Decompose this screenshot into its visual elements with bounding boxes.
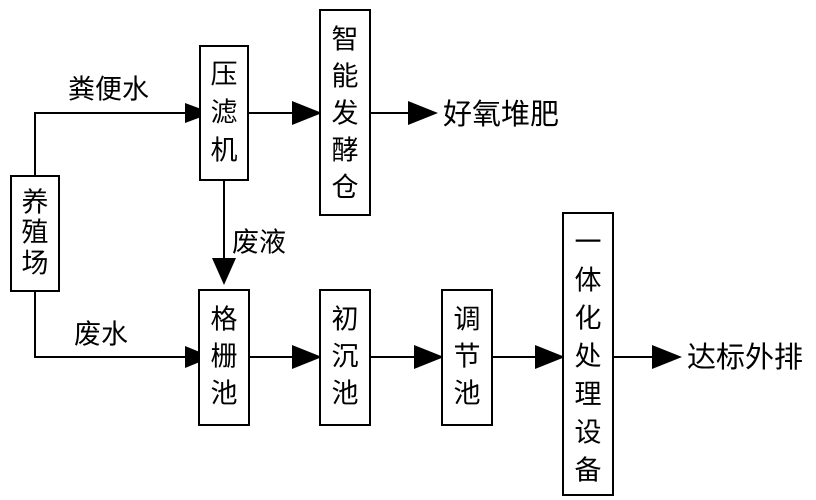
node-filter-press-char-1: 滤 xyxy=(211,98,238,129)
node-farm-box xyxy=(10,175,60,292)
edge-label-waste-liquid: 废液 xyxy=(232,228,286,259)
terminal-label-aerobic-compost: 好氧堆肥 xyxy=(443,97,559,131)
node-regulating-pool-char-1: 节 xyxy=(454,342,481,373)
node-regulating-pool-char-0: 调 xyxy=(454,305,481,336)
node-grille-pool-box xyxy=(198,289,250,426)
node-fermenter-char-1: 能 xyxy=(332,62,359,93)
node-grille-pool[interactable]: 格 栅 池 xyxy=(198,289,250,426)
node-primary-sedimentation-pool-char-1: 沉 xyxy=(332,342,359,373)
arrowhead-primary-to-regulating xyxy=(414,345,444,369)
node-farm-char-0: 养 xyxy=(22,188,49,219)
node-farm-char-2: 场 xyxy=(22,249,49,280)
node-primary-sedimentation-pool-box xyxy=(319,289,371,426)
arrowhead-regulating-to-integrated xyxy=(535,345,565,369)
node-fermenter[interactable]: 智 能 发 酵 仓 xyxy=(319,9,371,216)
node-primary-sedimentation-pool-char-2: 池 xyxy=(332,379,359,410)
node-integrated-char-3: 处 xyxy=(575,342,602,373)
node-integrated-char-1: 体 xyxy=(575,266,602,297)
node-regulating-pool[interactable]: 调 节 池 xyxy=(441,289,493,426)
node-farm[interactable]: 养 殖 场 xyxy=(10,175,60,292)
node-grille-pool-char-0: 格 xyxy=(211,305,238,336)
arrowhead-filter-to-fermenter xyxy=(292,101,322,125)
edge-label-manure-water: 粪便水 xyxy=(68,75,149,106)
node-filter-press[interactable]: 压 滤 机 xyxy=(199,45,249,181)
node-filter-press-char-2: 机 xyxy=(211,136,238,167)
edge-label-waste-water: 废水 xyxy=(74,320,128,351)
node-integrated-treatment-equipment[interactable]: 一 体 化 处 理 设 备 xyxy=(562,212,614,496)
node-primary-sedimentation-pool-char-0: 初 xyxy=(332,305,359,336)
terminal-label-standard-discharge: 达标外排 xyxy=(687,340,803,374)
node-fermenter-char-3: 酵 xyxy=(332,136,359,167)
node-primary-sedimentation-pool[interactable]: 初 沉 池 xyxy=(319,289,371,426)
node-regulating-pool-box xyxy=(441,289,493,426)
node-integrated-char-5: 设 xyxy=(575,418,602,449)
node-fermenter-box xyxy=(319,9,371,216)
arrowhead-integrated-to-discharge xyxy=(652,345,682,369)
arrowhead-farm-to-filter xyxy=(185,103,212,123)
node-integrated-char-2: 化 xyxy=(575,304,602,335)
edge-farm-to-filter xyxy=(34,112,185,176)
arrowhead-filter-to-grille xyxy=(212,258,236,285)
node-integrated-char-0: 一 xyxy=(575,228,602,259)
node-integrated-treatment-equipment-box xyxy=(562,212,614,496)
node-grille-pool-char-1: 栅 xyxy=(211,342,238,373)
node-filter-press-char-0: 压 xyxy=(211,60,238,91)
edge-farm-to-grille xyxy=(34,291,185,358)
node-grille-pool-char-2: 池 xyxy=(211,379,238,410)
arrowhead-fermenter-to-compost xyxy=(408,101,438,125)
node-fermenter-char-4: 仓 xyxy=(332,173,359,204)
node-regulating-pool-char-2: 池 xyxy=(454,379,481,410)
node-integrated-char-6: 备 xyxy=(575,456,602,487)
node-farm-char-1: 殖 xyxy=(22,218,49,249)
arrowhead-grille-to-primary xyxy=(292,345,322,369)
node-filter-press-box xyxy=(199,45,249,181)
node-integrated-char-4: 理 xyxy=(575,380,602,411)
node-fermenter-char-2: 发 xyxy=(332,99,359,130)
node-fermenter-char-0: 智 xyxy=(332,25,359,56)
